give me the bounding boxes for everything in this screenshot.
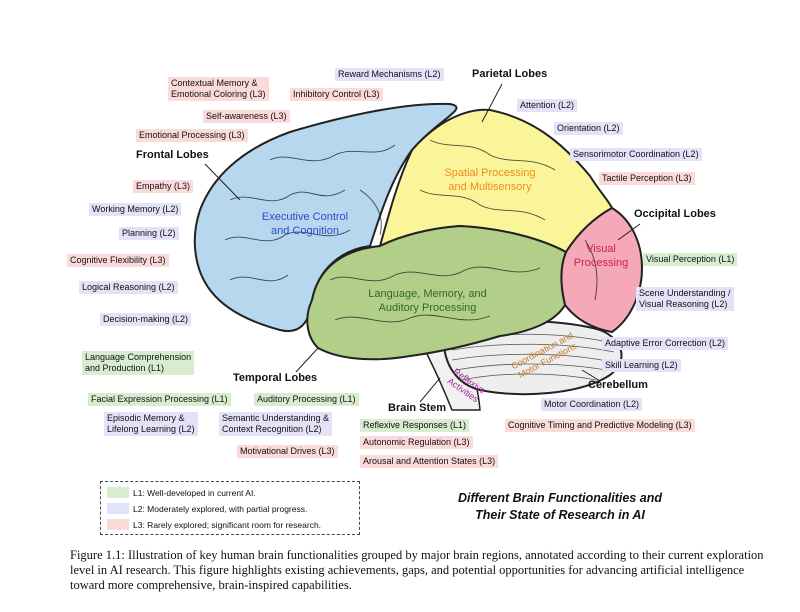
legend-row-l2: L2: Moderately explored, with partial pr…: [107, 502, 307, 515]
label-orientation: Orientation (L2): [554, 122, 623, 135]
visual-line-1: Visual: [586, 243, 616, 255]
label-tactile: Tactile Perception (L3): [599, 172, 695, 185]
legend-text-l1: L1: Well-developed in current AI.: [133, 487, 256, 498]
episodic-line-1: Episodic Memory &: [107, 413, 185, 423]
language-line-2: Auditory Processing: [378, 302, 477, 314]
label-facial-expression: Facial Expression Processing (L1): [88, 393, 231, 406]
label-logical-reasoning: Logical Reasoning (L2): [79, 281, 178, 294]
label-inhibitory: Inhibitory Control (L3): [290, 88, 383, 101]
executive-line-2: and Cognition: [271, 225, 339, 237]
spatial-line-2: and Multisensory: [448, 181, 532, 193]
label-cognitive-flexibility: Cognitive Flexibility (L3): [67, 254, 169, 267]
semantic-line-2: Context Recognition (L2): [222, 424, 322, 434]
label-empathy: Empathy (L3): [133, 180, 194, 193]
brain-stem-label: Brain Stem: [388, 402, 447, 414]
label-autonomic-regulation: Autonomic Regulation (L3): [360, 436, 473, 449]
language-comp-line-1: Language Comprehension: [85, 352, 192, 362]
legend-text-l3: L3: Rarely explored; significant room fo…: [133, 519, 322, 530]
scene-line-1: Scene Understanding /: [639, 288, 731, 298]
diagram-title-line-1: Different Brain Functionalities and: [458, 491, 662, 505]
label-language-comprehension: Language Comprehension and Production (L…: [82, 351, 195, 375]
legend-row-l1: L1: Well-developed in current AI.: [107, 486, 256, 499]
label-semantic-understanding: Semantic Understanding & Context Recogni…: [219, 412, 333, 436]
label-adaptive-error: Adaptive Error Correction (L2): [602, 337, 729, 350]
legend-text-l2: L2: Moderately explored, with partial pr…: [133, 503, 308, 514]
contextual-line-2: Emotional Coloring (L3): [171, 89, 266, 99]
label-motivational-drives: Motivational Drives (L3): [237, 445, 338, 458]
language-memory-text: Language, Memory, and Auditory Processin…: [345, 287, 510, 315]
label-planning: Planning (L2): [119, 227, 179, 240]
visual-processing-text: Visual Processing: [565, 242, 637, 270]
cerebellum-label: Cerebellum: [588, 379, 648, 391]
legend-swatch-l2: [107, 503, 129, 514]
language-line-1: Language, Memory, and: [368, 288, 487, 300]
legend-swatch-l3: [107, 519, 129, 530]
occipital-lobes-label: Occipital Lobes: [634, 208, 716, 220]
executive-line-1: Executive Control: [261, 211, 349, 223]
visual-line-2: Processing: [573, 257, 629, 269]
label-scene-understanding: Scene Understanding / Visual Reasoning (…: [636, 287, 734, 311]
scene-line-2: Visual Reasoning (L2): [639, 299, 728, 309]
label-attention: Attention (L2): [517, 99, 578, 112]
executive-control-text: Executive Control and Cognition: [240, 210, 370, 238]
legend-row-l3: L3: Rarely explored; significant room fo…: [107, 518, 321, 531]
label-motor-coordination: Motor Coordination (L2): [541, 398, 643, 411]
label-episodic-memory: Episodic Memory & Lifelong Learning (L2): [104, 412, 198, 436]
label-emotional-processing: Emotional Processing (L3): [136, 129, 248, 142]
temporal-lobe-shape: [306, 224, 568, 361]
label-visual-perception: Visual Perception (L1): [643, 253, 738, 266]
label-reward: Reward Mechanisms (L2): [335, 68, 444, 81]
parietal-lobes-label: Parietal Lobes: [472, 68, 548, 80]
contextual-line-1: Contextual Memory &: [171, 78, 258, 88]
diagram-title-line-2: Their State of Research in AI: [475, 508, 645, 522]
label-contextual-memory: Contextual Memory & Emotional Coloring (…: [168, 77, 269, 101]
figure-caption: Figure 1.1: Illustration of key human br…: [70, 548, 764, 592]
legend: L1: Well-developed in current AI. L2: Mo…: [100, 481, 360, 535]
episodic-line-2: Lifelong Learning (L2): [107, 424, 195, 434]
spatial-processing-text: Spatial Processing and Multisensory: [425, 166, 555, 194]
frontal-lobe-shape: [193, 102, 458, 333]
label-self-awareness: Self-awareness (L3): [203, 110, 290, 123]
label-working-memory: Working Memory (L2): [89, 203, 182, 216]
label-reflexive-responses: Reflexive Responses (L1): [360, 419, 470, 432]
label-sensorimotor: Sensorimotor Coordination (L2): [570, 148, 702, 161]
language-comp-line-2: and Production (L1): [85, 363, 165, 373]
label-cognitive-timing: Cognitive Timing and Predictive Modeling…: [505, 419, 695, 432]
semantic-line-1: Semantic Understanding &: [222, 413, 330, 423]
label-arousal: Arousal and Attention States (L3): [360, 455, 499, 468]
diagram-title: Different Brain Functionalities and Thei…: [410, 490, 710, 524]
legend-swatch-l1: [107, 487, 129, 498]
label-skill-learning: Skill Learning (L2): [602, 359, 681, 372]
label-decision-making: Decision-making (L2): [100, 313, 192, 326]
brain-sulci: [224, 139, 598, 323]
frontal-lobes-label: Frontal Lobes: [136, 149, 209, 161]
spatial-line-1: Spatial Processing: [444, 167, 536, 179]
temporal-lobes-label: Temporal Lobes: [233, 372, 318, 384]
label-auditory: Auditory Processing (L1): [254, 393, 359, 406]
occipital-lobe-shape: [560, 206, 644, 334]
